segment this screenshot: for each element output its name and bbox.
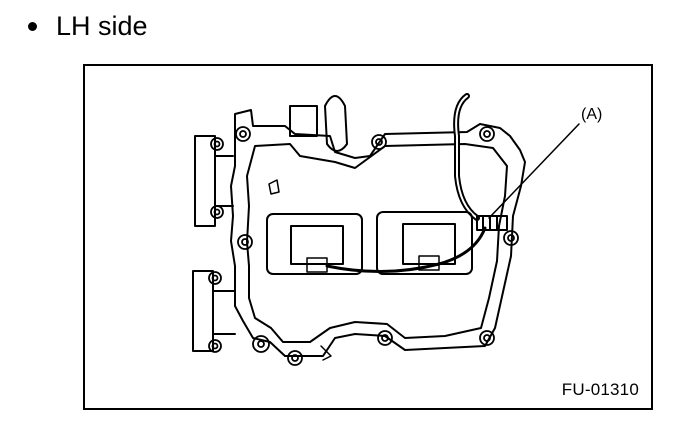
top-pipe bbox=[324, 95, 348, 152]
gasket-line bbox=[246, 143, 508, 343]
heading-text: LH side bbox=[56, 11, 148, 41]
hose-inner bbox=[455, 95, 478, 219]
callout-label-a: (A) bbox=[581, 106, 603, 123]
bullet-icon bbox=[28, 21, 37, 31]
harness bbox=[325, 226, 487, 274]
section-heading: LH side bbox=[28, 10, 148, 42]
port-box-right bbox=[376, 211, 473, 275]
figure-code: FU-01310 bbox=[561, 380, 639, 399]
left-flange-upper bbox=[194, 135, 216, 227]
coil-left bbox=[290, 225, 344, 265]
bolts bbox=[208, 126, 519, 366]
coil-right bbox=[402, 223, 456, 265]
top-flange bbox=[289, 105, 318, 137]
manifold-outline bbox=[230, 109, 526, 357]
left-flange-lower bbox=[192, 270, 214, 352]
hose bbox=[453, 93, 480, 221]
clip-a bbox=[476, 215, 508, 231]
engine-intake-diagram bbox=[192, 93, 580, 366]
callout-leader bbox=[488, 123, 580, 219]
port-box-left bbox=[266, 213, 363, 275]
figure-frame: (A) FU-01310 bbox=[83, 64, 653, 410]
